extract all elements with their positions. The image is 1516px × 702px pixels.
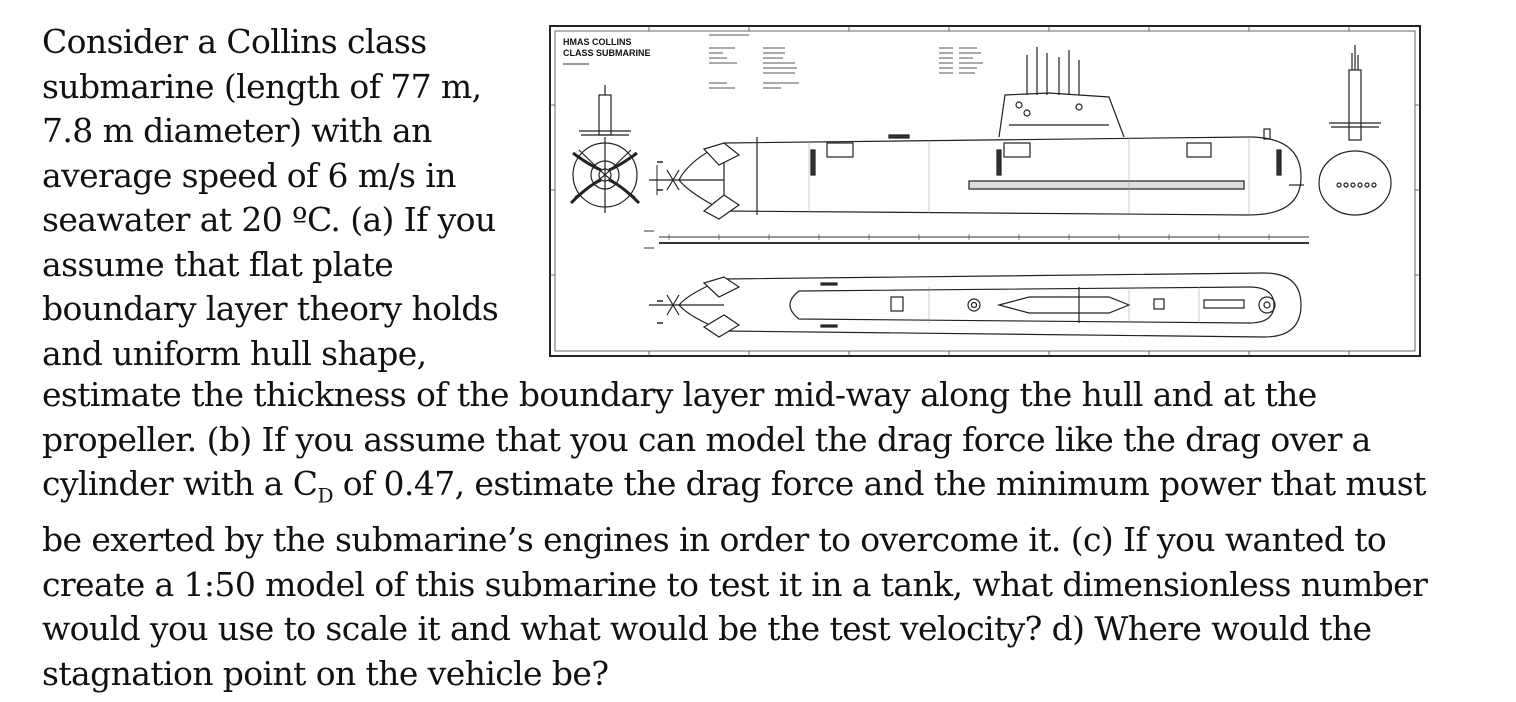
- top-view-hull: [649, 272, 1302, 338]
- text-line: 7.8 m diameter) with an: [42, 111, 432, 150]
- submarine-drawing: HMAS COLLINS CLASS SUBMARINE: [549, 25, 1421, 357]
- text-line: seawater at 20 ºC. (a) If you: [42, 200, 496, 239]
- dash-markers: [657, 161, 663, 324]
- text-line: be exerted by the submarine’s engines in…: [42, 520, 1387, 560]
- text-line: would you use to scale it and what would…: [42, 609, 1372, 649]
- frame-ticks: [550, 26, 1420, 356]
- text-line: stagnation point on the vehicle be?: [42, 653, 609, 693]
- scale-ruler: [644, 230, 1309, 249]
- text-line: propeller. (b) If you assume that you ca…: [42, 419, 1371, 459]
- text-line: submarine (length of 77 m,: [42, 66, 482, 106]
- spec-block: [709, 34, 983, 89]
- scale-note: [563, 63, 589, 65]
- problem-text-bottom: estimate the thickness of the boundary l…: [42, 373, 1482, 696]
- text-line: estimate the thickness of the boundary l…: [42, 375, 1317, 414]
- submarine-svg: HMAS COLLINS CLASS SUBMARINE: [549, 25, 1421, 357]
- text-line-cd: cylinder with a CD of 0.47, estimate the…: [42, 462, 1482, 518]
- figure-title-2: CLASS SUBMARINE: [563, 48, 651, 58]
- cd-prefix: cylinder with a C: [42, 464, 318, 503]
- figure-title-1: HMAS COLLINS: [563, 37, 632, 47]
- text-line: and uniform hull shape,: [42, 333, 427, 373]
- text-line: boundary layer theory holds: [42, 289, 499, 328]
- cd-rest: of 0.47, estimate the drag force and the…: [332, 464, 1427, 503]
- frame-inner: [554, 30, 1416, 352]
- rear-view: [569, 85, 641, 213]
- side-view-hull: [649, 47, 1304, 220]
- front-view: [1318, 45, 1392, 216]
- text-line: create a 1:50 model of this submarine to…: [42, 564, 1428, 604]
- problem-text-top: Consider a Collins class submarine (leng…: [42, 20, 512, 376]
- text-line: assume that flat plate: [42, 244, 394, 284]
- text-line: Consider a Collins class: [42, 22, 427, 61]
- text-line: average speed of 6 m/s in: [42, 155, 456, 195]
- cd-subscript: D: [317, 483, 333, 508]
